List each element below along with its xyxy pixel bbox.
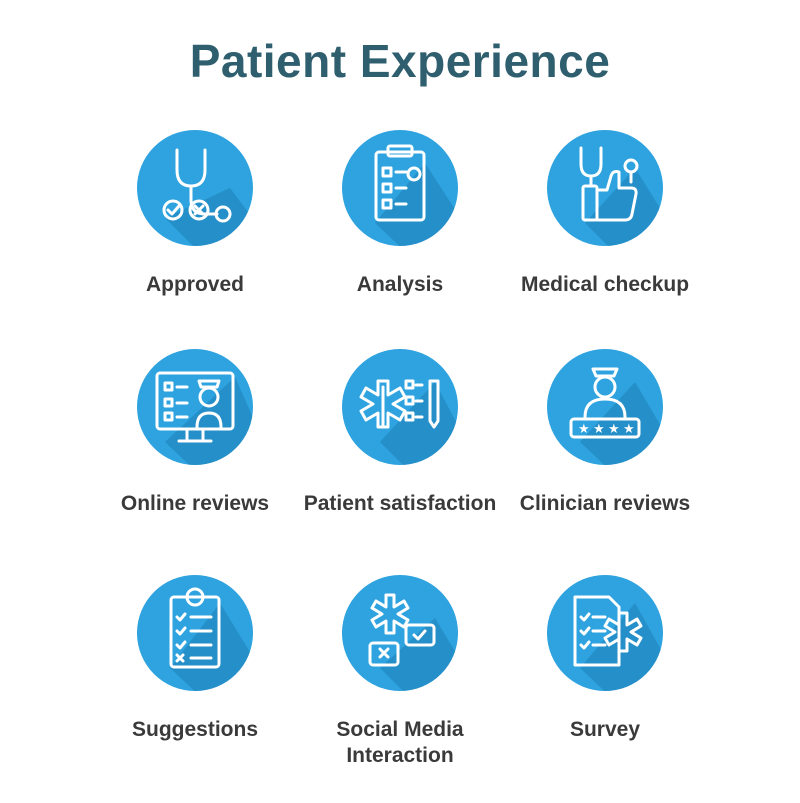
tile-label: Clinician reviews xyxy=(519,492,691,515)
star-of-life-chat-icon xyxy=(342,575,458,691)
tile-label: Survey xyxy=(569,718,641,741)
tile-label: Social Media Interaction xyxy=(336,718,464,767)
tile-medical-checkup[interactable]: Medical checkup xyxy=(505,128,705,358)
monitor-doctor-checklist-icon xyxy=(137,349,253,465)
tile-suggestions[interactable]: Suggestions xyxy=(95,573,295,803)
tile-social-media-interaction[interactable]: Social Media Interaction xyxy=(300,573,500,803)
tile-online-reviews[interactable]: Online reviews xyxy=(95,347,295,577)
svg-text:★: ★ xyxy=(623,422,635,437)
clipboard-report-icon xyxy=(342,130,458,246)
tile-label: Suggestions xyxy=(131,718,258,741)
stethoscope-check-icon xyxy=(137,130,253,246)
stethoscope-thumbs-up-icon xyxy=(547,130,663,246)
star-of-life-checklist-icon xyxy=(342,349,458,465)
tile-label: Online reviews xyxy=(120,492,270,515)
tile-survey[interactable]: Survey xyxy=(505,573,705,803)
page-title: Patient Experience xyxy=(189,35,611,87)
tile-patient-satisfaction[interactable]: Patient satisfaction xyxy=(300,347,500,577)
clipboard-checklist-icon xyxy=(137,575,253,691)
svg-text:★: ★ xyxy=(578,422,590,437)
tile-label: Analysis xyxy=(356,273,444,296)
tile-label: Medical checkup xyxy=(520,273,690,296)
nurse-rating-icon: ★★★★ xyxy=(547,349,663,465)
svg-text:★: ★ xyxy=(593,422,605,437)
tile-analysis[interactable]: Analysis xyxy=(300,128,500,358)
tile-label: Patient satisfaction xyxy=(303,492,497,515)
tile-approved[interactable]: Approved xyxy=(95,128,295,358)
svg-text:★: ★ xyxy=(608,422,620,437)
tile-label: Approved xyxy=(145,273,244,296)
survey-document-icon xyxy=(547,575,663,691)
tile-clinician-reviews[interactable]: ★★★★ Clinician reviews xyxy=(505,347,705,577)
